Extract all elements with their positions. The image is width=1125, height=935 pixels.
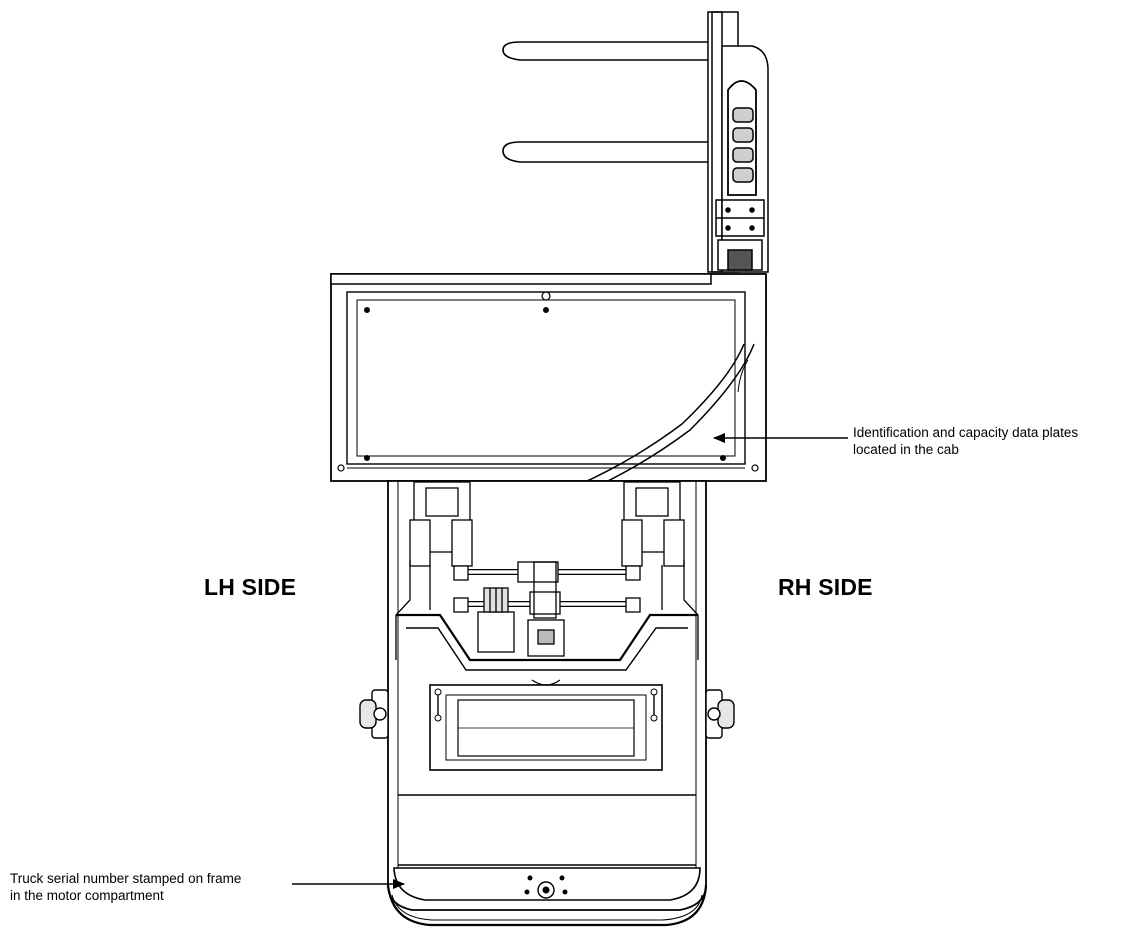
serial-number-callout-line2: in the motor compartment bbox=[10, 888, 164, 903]
left-side-knob bbox=[359, 689, 389, 739]
data-plates-callout-line2: located in the cab bbox=[853, 442, 959, 457]
serial-number-callout: Truck serial number stamped on frame in … bbox=[10, 870, 241, 904]
cab-frame bbox=[330, 273, 767, 482]
right-side-knob bbox=[705, 689, 735, 739]
serial-number-callout-line1: Truck serial number stamped on frame bbox=[10, 871, 242, 886]
controls-linkage bbox=[395, 481, 699, 671]
data-plates-callout: Identification and capacity data plates … bbox=[853, 424, 1078, 458]
lower-fork bbox=[502, 141, 712, 163]
rh-side-label: RH SIDE bbox=[778, 574, 873, 600]
upper-fork bbox=[502, 41, 712, 61]
lh-side-label: LH SIDE bbox=[204, 574, 297, 600]
data-plates-callout-line1: Identification and capacity data plates bbox=[853, 425, 1079, 440]
rear-bumper bbox=[386, 867, 708, 927]
operator-step bbox=[398, 679, 696, 866]
